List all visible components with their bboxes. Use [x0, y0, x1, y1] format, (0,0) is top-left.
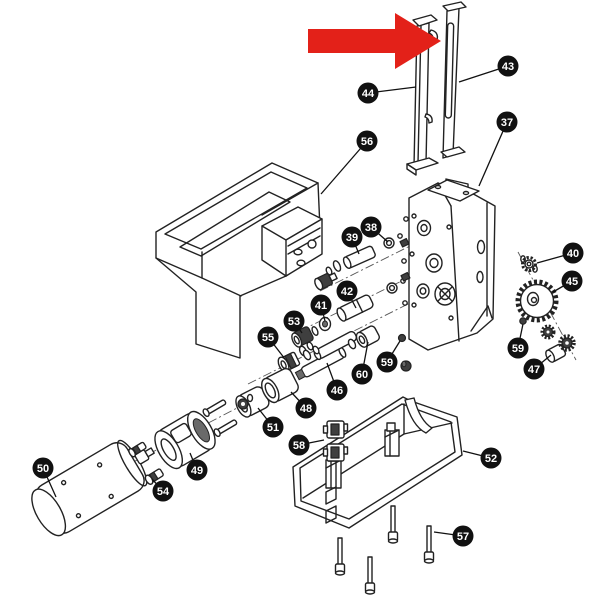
- part-58-clips: [322, 420, 349, 462]
- svg-text:50: 50: [37, 463, 49, 475]
- callout-44: 44: [357, 82, 417, 104]
- highlight-arrow: [308, 13, 441, 69]
- small-pin: [399, 237, 410, 248]
- svg-text:43: 43: [502, 61, 514, 73]
- part-50-motor: [31, 439, 155, 537]
- part-57-screw: [364, 556, 376, 595]
- callout-51: 51: [257, 407, 284, 438]
- callout-53: 53: [283, 310, 305, 334]
- callout-55: 55: [257, 326, 286, 360]
- callout-45: 45: [552, 270, 583, 293]
- callout-40: 40: [536, 242, 584, 264]
- svg-text:55: 55: [262, 332, 274, 344]
- callout-52: 52: [462, 447, 502, 469]
- part-57-screw: [387, 505, 399, 544]
- callout-59: 59: [376, 340, 401, 373]
- part-40-ratchet-gear: [520, 255, 538, 273]
- svg-text:58: 58: [293, 440, 305, 452]
- part-43-lift-bar: [440, 1, 467, 159]
- callout-57: 57: [433, 525, 474, 547]
- callout-58: 58: [288, 434, 325, 456]
- part-57-screw: [334, 537, 346, 576]
- callout-37: 37: [478, 111, 518, 187]
- svg-text:53: 53: [288, 316, 300, 328]
- svg-text:46: 46: [331, 385, 343, 397]
- part-59-ball-right: [519, 317, 527, 325]
- part-59-ball: [397, 333, 407, 343]
- part-52-base-bracket: [292, 396, 463, 529]
- svg-text:60: 60: [356, 369, 368, 381]
- svg-text:56: 56: [361, 136, 373, 148]
- svg-text:38: 38: [365, 222, 377, 234]
- callout-39: 39: [341, 226, 363, 255]
- thumbscrew: [314, 272, 338, 291]
- part-44-lift-channel: [406, 14, 439, 176]
- callout-59: 59: [507, 323, 529, 359]
- svg-text:49: 49: [191, 465, 203, 477]
- callout-43: 43: [458, 55, 519, 83]
- svg-text:52: 52: [485, 453, 497, 465]
- svg-text:48: 48: [300, 403, 312, 415]
- svg-text:42: 42: [341, 286, 353, 298]
- plug-dark: [400, 360, 412, 372]
- callout-56: 56: [320, 130, 378, 195]
- part-49-coupling: [154, 410, 216, 470]
- svg-text:45: 45: [566, 276, 578, 288]
- part-41-bearing: [311, 316, 332, 336]
- callout-54: 54: [151, 478, 174, 502]
- part-48-roller: [261, 367, 299, 404]
- callout-48: 48: [290, 391, 317, 419]
- svg-text:51: 51: [267, 422, 279, 434]
- coupling-bolts: [202, 393, 254, 438]
- svg-text:47: 47: [528, 364, 540, 376]
- svg-text:59: 59: [381, 357, 393, 369]
- callout-38: 38: [360, 216, 389, 243]
- part-53-plug: [291, 326, 314, 348]
- svg-text:41: 41: [315, 300, 327, 312]
- small-gear: [540, 324, 556, 340]
- part-47-pinion-gear: [545, 334, 576, 363]
- callout-42: 42: [336, 280, 358, 309]
- callout-50: 50: [32, 457, 57, 498]
- svg-text:57: 57: [457, 531, 469, 543]
- callout-47: 47: [523, 354, 552, 380]
- callout-60: 60: [351, 341, 373, 385]
- callout-49: 49: [186, 452, 208, 481]
- callout-layer: 44 43 37 56 38 39 40 45 42 41 53 55 59 59 47 60 46 48 51 58…: [32, 55, 584, 547]
- svg-text:39: 39: [346, 232, 358, 244]
- svg-text:54: 54: [157, 486, 170, 498]
- svg-text:37: 37: [501, 117, 513, 129]
- callout-41: 41: [310, 294, 332, 322]
- part-37-gear-housing: [401, 178, 496, 351]
- part-46-shaft: [294, 330, 358, 381]
- part-57-screw: [423, 525, 435, 564]
- part-60-bushing: [347, 325, 380, 350]
- callout-46: 46: [326, 362, 348, 401]
- part-39-shaft: [325, 245, 376, 276]
- svg-text:59: 59: [512, 343, 524, 355]
- part-57-screws: [334, 505, 435, 595]
- part-45-main-gear: [515, 279, 559, 323]
- small-pin: [400, 271, 411, 282]
- svg-text:40: 40: [567, 248, 579, 260]
- part-56-oil-tray: [155, 162, 323, 359]
- svg-text:44: 44: [362, 88, 375, 100]
- part-54-screw: [144, 468, 164, 485]
